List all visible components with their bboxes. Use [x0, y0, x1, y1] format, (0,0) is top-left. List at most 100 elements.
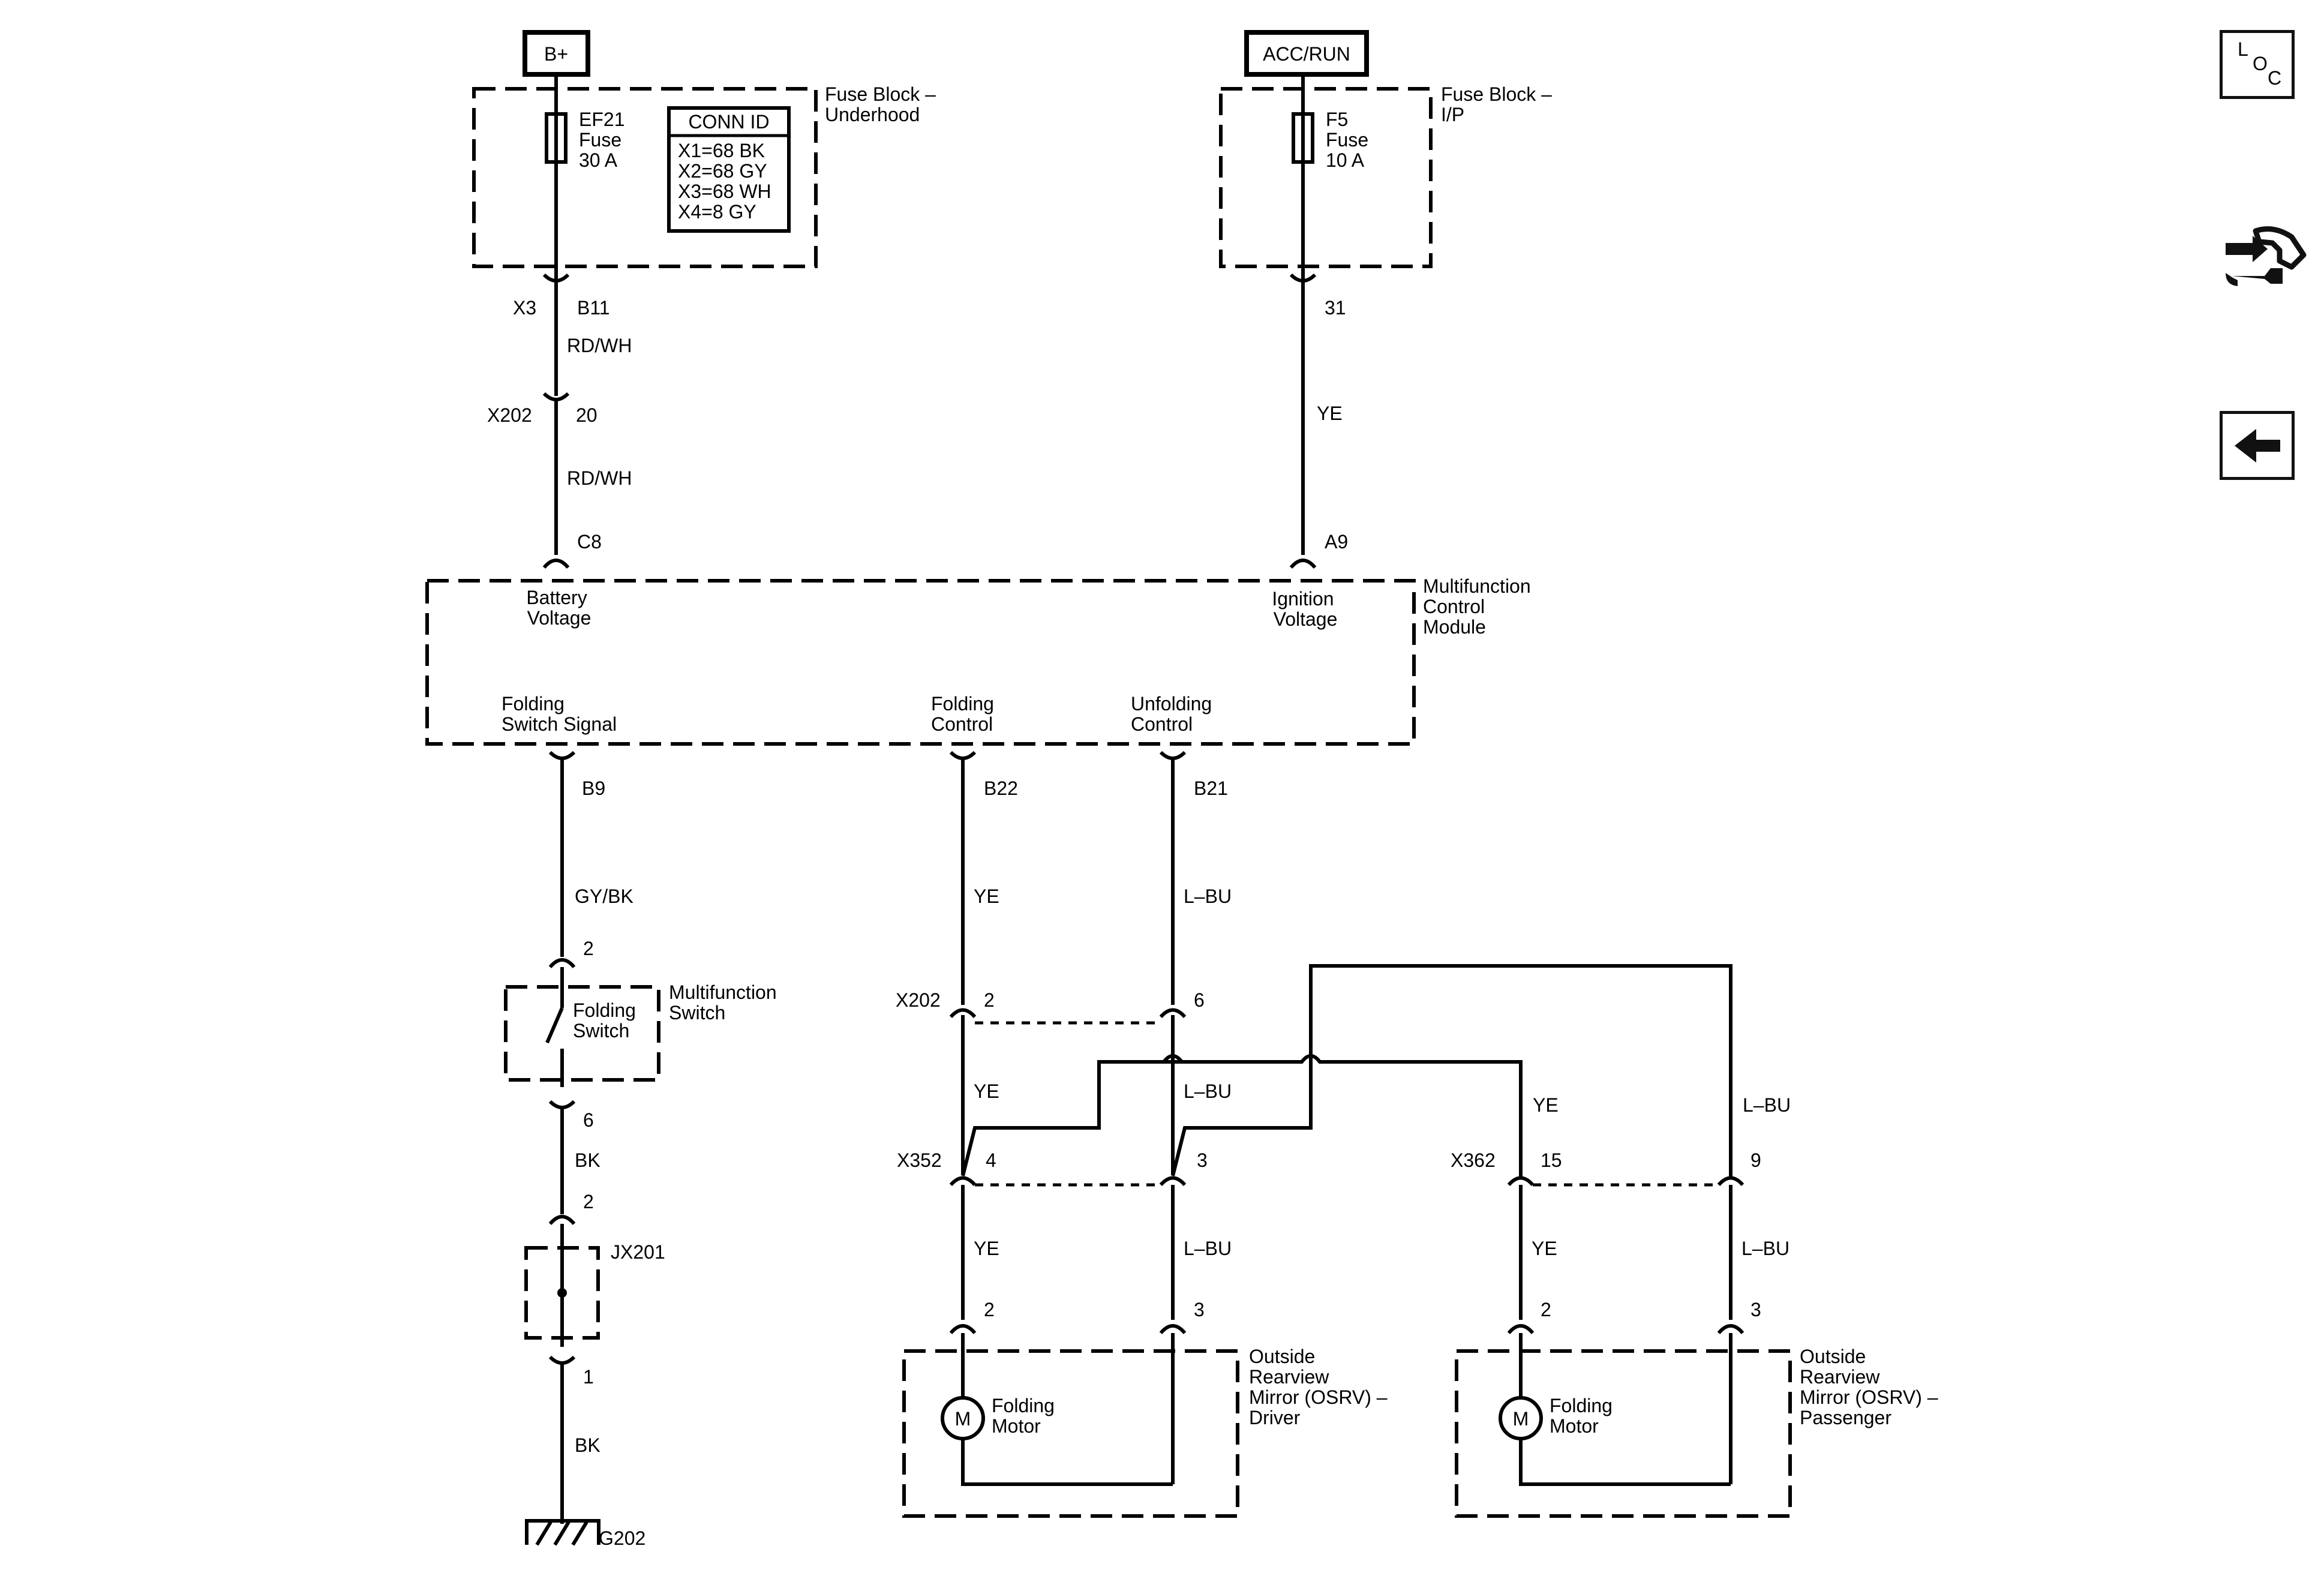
- splice-dot-icon: [557, 1288, 567, 1298]
- module-ignition-label2: Voltage: [1274, 608, 1338, 630]
- loc-letter: C: [2268, 67, 2281, 89]
- conn-id-row: X2=68 GY: [678, 160, 767, 182]
- module-battery-label1: Battery: [526, 587, 587, 608]
- pin-b9-label: B9: [582, 778, 605, 799]
- module-unfold-control-label2: Control: [1131, 713, 1193, 735]
- wire-lbu-label: L–BU: [1184, 1238, 1232, 1259]
- wire-bk-label: BK: [575, 1434, 600, 1456]
- fuse-ef21-rating: 30 A: [579, 149, 618, 171]
- fuse-ef21-name: EF21: [579, 109, 624, 130]
- loc-letter: L: [2238, 38, 2248, 60]
- module-fold-signal-label2: Switch Signal: [502, 713, 617, 735]
- switch-inner1: Folding: [573, 999, 636, 1021]
- hand-wrench-button[interactable]: [2220, 213, 2310, 303]
- pin-1-label: 1: [583, 1366, 594, 1388]
- motor-symbol: M: [1513, 1408, 1529, 1430]
- fold-control-wires: B22 YE B21 L–BU X202 2 6 YE L–BU X352 4 …: [896, 751, 1791, 1320]
- wire-gybk-label: GY/BK: [575, 885, 633, 907]
- pin-4-label: 4: [986, 1149, 996, 1171]
- fuse-ef21-word: Fuse: [579, 129, 621, 151]
- conn-id-title: CONN ID: [688, 111, 769, 133]
- wire-ye-label: YE: [1317, 403, 1343, 424]
- module-fold-signal-label1: Folding: [502, 693, 565, 715]
- pin-b21-label: B21: [1194, 778, 1228, 799]
- ground-g202-label: G202: [599, 1527, 645, 1549]
- loc-letter: O: [2253, 53, 2268, 74]
- pin-c8-label: C8: [577, 531, 602, 553]
- fuse-block-ip-label2: I/P: [1441, 104, 1464, 125]
- conn-id-row: X3=68 WH: [678, 181, 771, 202]
- back-arrow-icon: [2234, 428, 2280, 463]
- mirror-driver: 2 3 M Folding Motor Outside Rearview Mir…: [902, 1299, 1388, 1518]
- pin-15-label: 15: [1541, 1149, 1562, 1171]
- fuse-f5-rating: 10 A: [1326, 149, 1365, 171]
- mirror-driver-label1: Outside: [1249, 1346, 1315, 1367]
- fuse-f5-name: F5: [1326, 109, 1348, 130]
- folding-switch-contact-icon: [545, 1007, 564, 1044]
- bplus-label: B+: [544, 43, 568, 65]
- pin-2-label: 2: [984, 1299, 995, 1320]
- fuse-block-underhood-label2: Underhood: [825, 104, 920, 125]
- fuse-f5-word: Fuse: [1326, 129, 1368, 151]
- motor-label2: Motor: [992, 1415, 1041, 1437]
- accrun-source: ACC/RUN: [1244, 30, 1369, 77]
- motor-symbol: M: [955, 1408, 971, 1430]
- conn-id-table: CONN ID X1=68 BK X2=68 GY X3=68 WH X4=8 …: [667, 106, 791, 233]
- mirror-driver-label3: Mirror (OSRV) –: [1249, 1386, 1388, 1408]
- module-fold-control-label1: Folding: [931, 693, 994, 715]
- motor-label1: Folding: [992, 1395, 1055, 1416]
- wire-ye-label: YE: [974, 885, 999, 907]
- wire-ye-label: YE: [974, 1238, 999, 1259]
- pin-3-label: 3: [1194, 1299, 1205, 1320]
- fuse-block-ip: Fuse Block – I/P F5 Fuse 10 A: [1219, 74, 1552, 282]
- pin-2-label: 2: [1541, 1299, 1551, 1320]
- multifunction-control-module: Multifunction Control Module Battery Vol…: [425, 575, 1531, 746]
- pin-b11-label: B11: [577, 297, 610, 319]
- fuse-block-underhood-label1: Fuse Block –: [825, 83, 936, 105]
- pin-3-label: 3: [1750, 1299, 1761, 1320]
- pin-6-label: 6: [1194, 989, 1205, 1011]
- conn-x202-label: X202: [487, 404, 532, 426]
- module-name1: Multifunction: [1423, 575, 1531, 597]
- hand-wrench-icon: [2226, 226, 2307, 286]
- conn-x362-label: X362: [1451, 1149, 1496, 1171]
- pin-31-label: 31: [1325, 297, 1346, 319]
- bplus-source: B+: [523, 30, 590, 77]
- pin-6-label: 6: [583, 1109, 594, 1131]
- fuse-block-underhood: Fuse Block – Underhood EF21 Fuse 30 A CO…: [472, 74, 936, 282]
- wire-rdwh-label: RD/WH: [567, 467, 632, 489]
- wire-lbu-label: L–BU: [1184, 1080, 1232, 1102]
- wire-bk-label: BK: [575, 1149, 600, 1171]
- module-name2: Control: [1423, 596, 1485, 617]
- back-button[interactable]: [2220, 411, 2295, 480]
- mirror-passenger-label3: Mirror (OSRV) –: [1800, 1386, 1938, 1408]
- mirror-driver-label2: Rearview: [1249, 1366, 1329, 1388]
- mirror-passenger-label4: Passenger: [1800, 1407, 1891, 1428]
- mirror-driver-label4: Driver: [1249, 1407, 1301, 1428]
- mirror-passenger: 2 3 M Folding Motor Outside Rearview Mir…: [1455, 1299, 1938, 1518]
- pin-2-label: 2: [984, 989, 995, 1011]
- wire-rdwh-label: RD/WH: [567, 335, 632, 356]
- conn-x3-label: X3: [513, 297, 536, 319]
- wire-lbu-label: L–BU: [1184, 885, 1232, 907]
- wire-ye-label: YE: [974, 1080, 999, 1102]
- mirror-passenger-label1: Outside: [1800, 1346, 1866, 1367]
- loc-button[interactable]: L O C: [2220, 30, 2295, 99]
- module-name3: Module: [1423, 616, 1486, 638]
- pin-3-label: 3: [1197, 1149, 1208, 1171]
- motor-label2: Motor: [1550, 1415, 1599, 1437]
- wire-lbu-label: L–BU: [1742, 1238, 1789, 1259]
- ignition-feed-wire: 31 YE A9: [1289, 273, 1348, 569]
- module-unfold-control-label1: Unfolding: [1131, 693, 1212, 715]
- accrun-label: ACC/RUN: [1263, 43, 1350, 65]
- switch-name2: Switch: [669, 1002, 725, 1023]
- wire-ye-label: YE: [1532, 1238, 1557, 1259]
- conn-x202-label: X202: [896, 989, 941, 1011]
- pin-a9-label: A9: [1325, 531, 1348, 553]
- switch-name1: Multifunction: [669, 981, 777, 1003]
- battery-feed-wire: X3 B11 RD/WH X202 20 RD/WH C8: [487, 273, 632, 569]
- pin-2-label: 2: [583, 1191, 594, 1212]
- folding-switch-circuit: B9 GY/BK 2 Multifunction Switch Folding …: [504, 751, 777, 1549]
- fuse-block-ip-label1: Fuse Block –: [1441, 83, 1552, 105]
